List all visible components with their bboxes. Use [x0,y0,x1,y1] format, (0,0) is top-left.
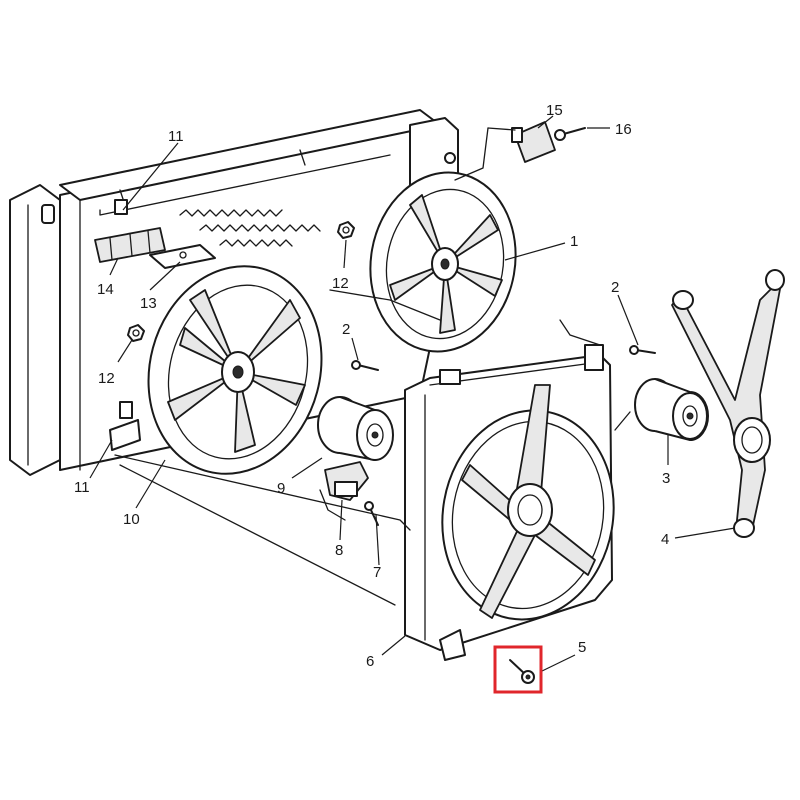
callout-2-left: 2 [342,321,350,338]
callout-12-lower: 12 [98,370,115,387]
fan-shroud [404,344,615,661]
left-fan-blade [147,265,323,475]
right-fan-motor [634,378,709,441]
bolt-16 [554,127,586,141]
nut-12-lower [127,324,145,342]
callout-13: 13 [140,295,157,312]
retainer-springs [179,209,321,247]
callout-10: 10 [123,511,140,528]
bracket-14 [94,227,166,263]
bolt-5 [509,659,535,684]
callout-11-upper: 11 [168,128,184,145]
nut-12-upper [337,221,355,239]
callout-4: 4 [661,531,669,548]
callout-6: 6 [366,653,374,670]
callout-16: 16 [615,121,632,138]
bolt-2-left [351,360,379,371]
callout-9: 9 [277,480,285,497]
callout-labels: 1 2 2 3 4 5 6 7 8 9 10 11 11 12 12 13 14… [74,102,670,670]
callout-2-right: 2 [611,279,619,296]
callout-1: 1 [570,233,578,250]
callout-15: 15 [546,102,563,119]
callout-14: 14 [97,281,114,298]
callout-5: 5 [578,639,586,656]
assembly-lines [114,127,631,606]
insulator-13 [149,244,216,269]
callout-7: 7 [373,564,381,581]
callout-3: 3 [662,470,670,487]
bolt-2-right [629,345,656,355]
wiring-connector-8 [319,461,369,521]
left-fan-motor [317,396,394,461]
callout-11-lower: 11 [74,479,90,496]
callout-12-upper: 12 [332,275,349,292]
relay-15 [511,121,556,163]
highlight-box-part-5 [493,645,543,694]
leader-lines [89,115,736,673]
motor-brace [671,269,785,538]
callout-8: 8 [335,542,343,559]
